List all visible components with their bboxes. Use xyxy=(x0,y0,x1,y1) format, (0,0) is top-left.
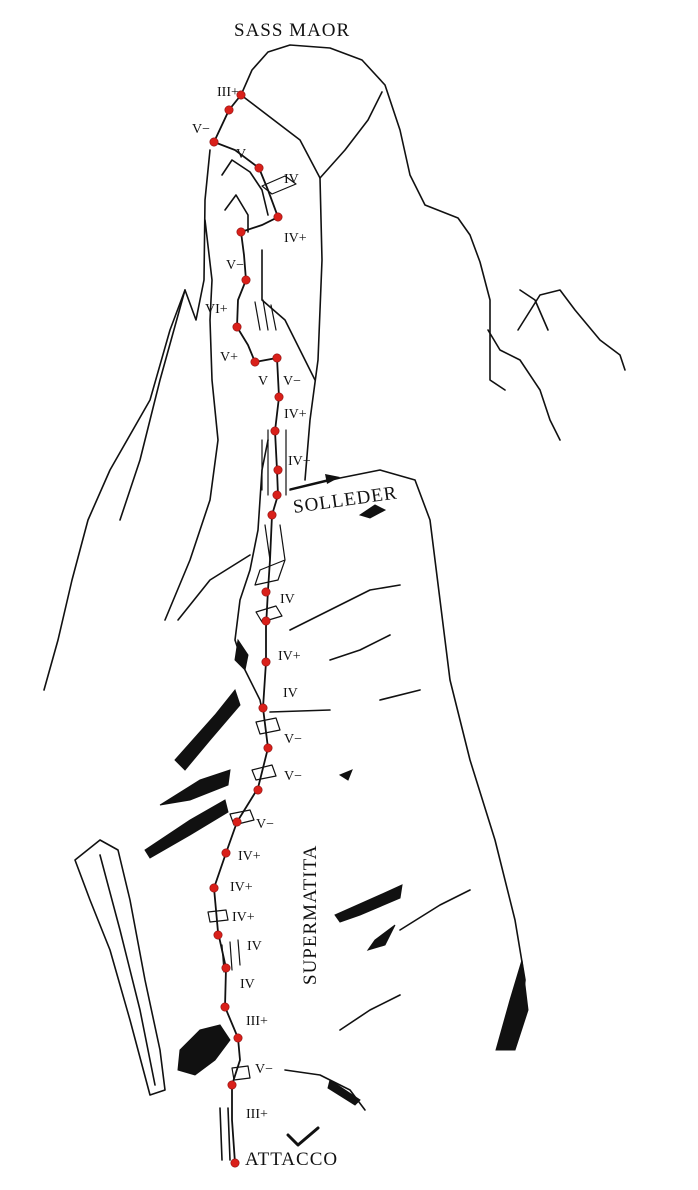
belay-dot xyxy=(221,848,231,858)
attacco-label: ATTACCO xyxy=(245,1149,338,1170)
belay-dot xyxy=(236,90,246,100)
grade-label: IV+ xyxy=(232,910,255,925)
grade-label: V− xyxy=(256,817,274,832)
belay-dot xyxy=(272,353,282,363)
grade-label: V− xyxy=(284,732,302,747)
grade-label: V− xyxy=(226,258,244,273)
grade-label: III+ xyxy=(246,1014,268,1029)
grade-label: IV xyxy=(284,172,299,187)
belay-dot xyxy=(261,616,271,626)
belay-dot xyxy=(253,785,263,795)
supermatita-label: SUPERMATITA xyxy=(300,845,321,985)
belay-dot xyxy=(254,163,264,173)
rock-outlines xyxy=(43,44,626,1161)
grade-label: III+ xyxy=(246,1107,268,1122)
solleder-label: SOLLEDER xyxy=(292,483,399,518)
grade-label: VI+ xyxy=(205,302,228,317)
grade-label: IV+ xyxy=(288,454,311,469)
grade-label: IV xyxy=(280,592,295,607)
belay-dot xyxy=(232,817,242,827)
grade-label: V xyxy=(236,147,246,162)
grade-label: IV+ xyxy=(278,649,301,664)
belay-dot xyxy=(261,587,271,597)
grade-label: V− xyxy=(283,374,301,389)
pitch-grades: III+ V− V IV IV+ V− VI+ V+ V V− IV+ IV+ IV IV+ IV V− V− V… xyxy=(192,85,311,1122)
belay-dot xyxy=(261,657,271,667)
grade-label: IV xyxy=(240,977,255,992)
belay-dot xyxy=(250,357,260,367)
belay-dot xyxy=(213,930,223,940)
belay-dot xyxy=(233,1033,243,1043)
shadow-features xyxy=(144,504,529,1106)
belay-dot xyxy=(273,465,283,475)
belay-dot xyxy=(273,212,283,222)
belay-dot xyxy=(209,137,219,147)
belay-dot xyxy=(224,105,234,115)
belay-dot xyxy=(272,490,282,500)
belay-dot xyxy=(221,963,231,973)
grade-label: IV+ xyxy=(284,407,307,422)
grade-label: IV+ xyxy=(238,849,261,864)
belay-dot xyxy=(274,392,284,402)
grade-label: V+ xyxy=(220,350,238,365)
belay-dot xyxy=(241,275,251,285)
grade-label: III+ xyxy=(217,85,239,100)
belay-stations xyxy=(209,90,284,1168)
belay-dot xyxy=(227,1080,237,1090)
grade-label: V− xyxy=(284,769,302,784)
peak-title: SASS MAOR xyxy=(234,20,350,41)
belay-dot xyxy=(236,227,246,237)
belay-dot xyxy=(267,510,277,520)
grade-label: IV xyxy=(247,939,262,954)
grade-label: IV+ xyxy=(284,231,307,246)
belay-dot xyxy=(263,743,273,753)
grade-label: IV+ xyxy=(230,880,253,895)
belay-dot xyxy=(230,1158,240,1168)
belay-dot xyxy=(258,703,268,713)
grade-label: IV xyxy=(283,686,298,701)
grade-label: V xyxy=(258,374,268,389)
grade-label: V− xyxy=(192,122,210,137)
belay-dot xyxy=(270,426,280,436)
belay-dot xyxy=(209,883,219,893)
belay-dot xyxy=(220,1002,230,1012)
belay-dot xyxy=(232,322,242,332)
grade-label: V− xyxy=(255,1062,273,1077)
